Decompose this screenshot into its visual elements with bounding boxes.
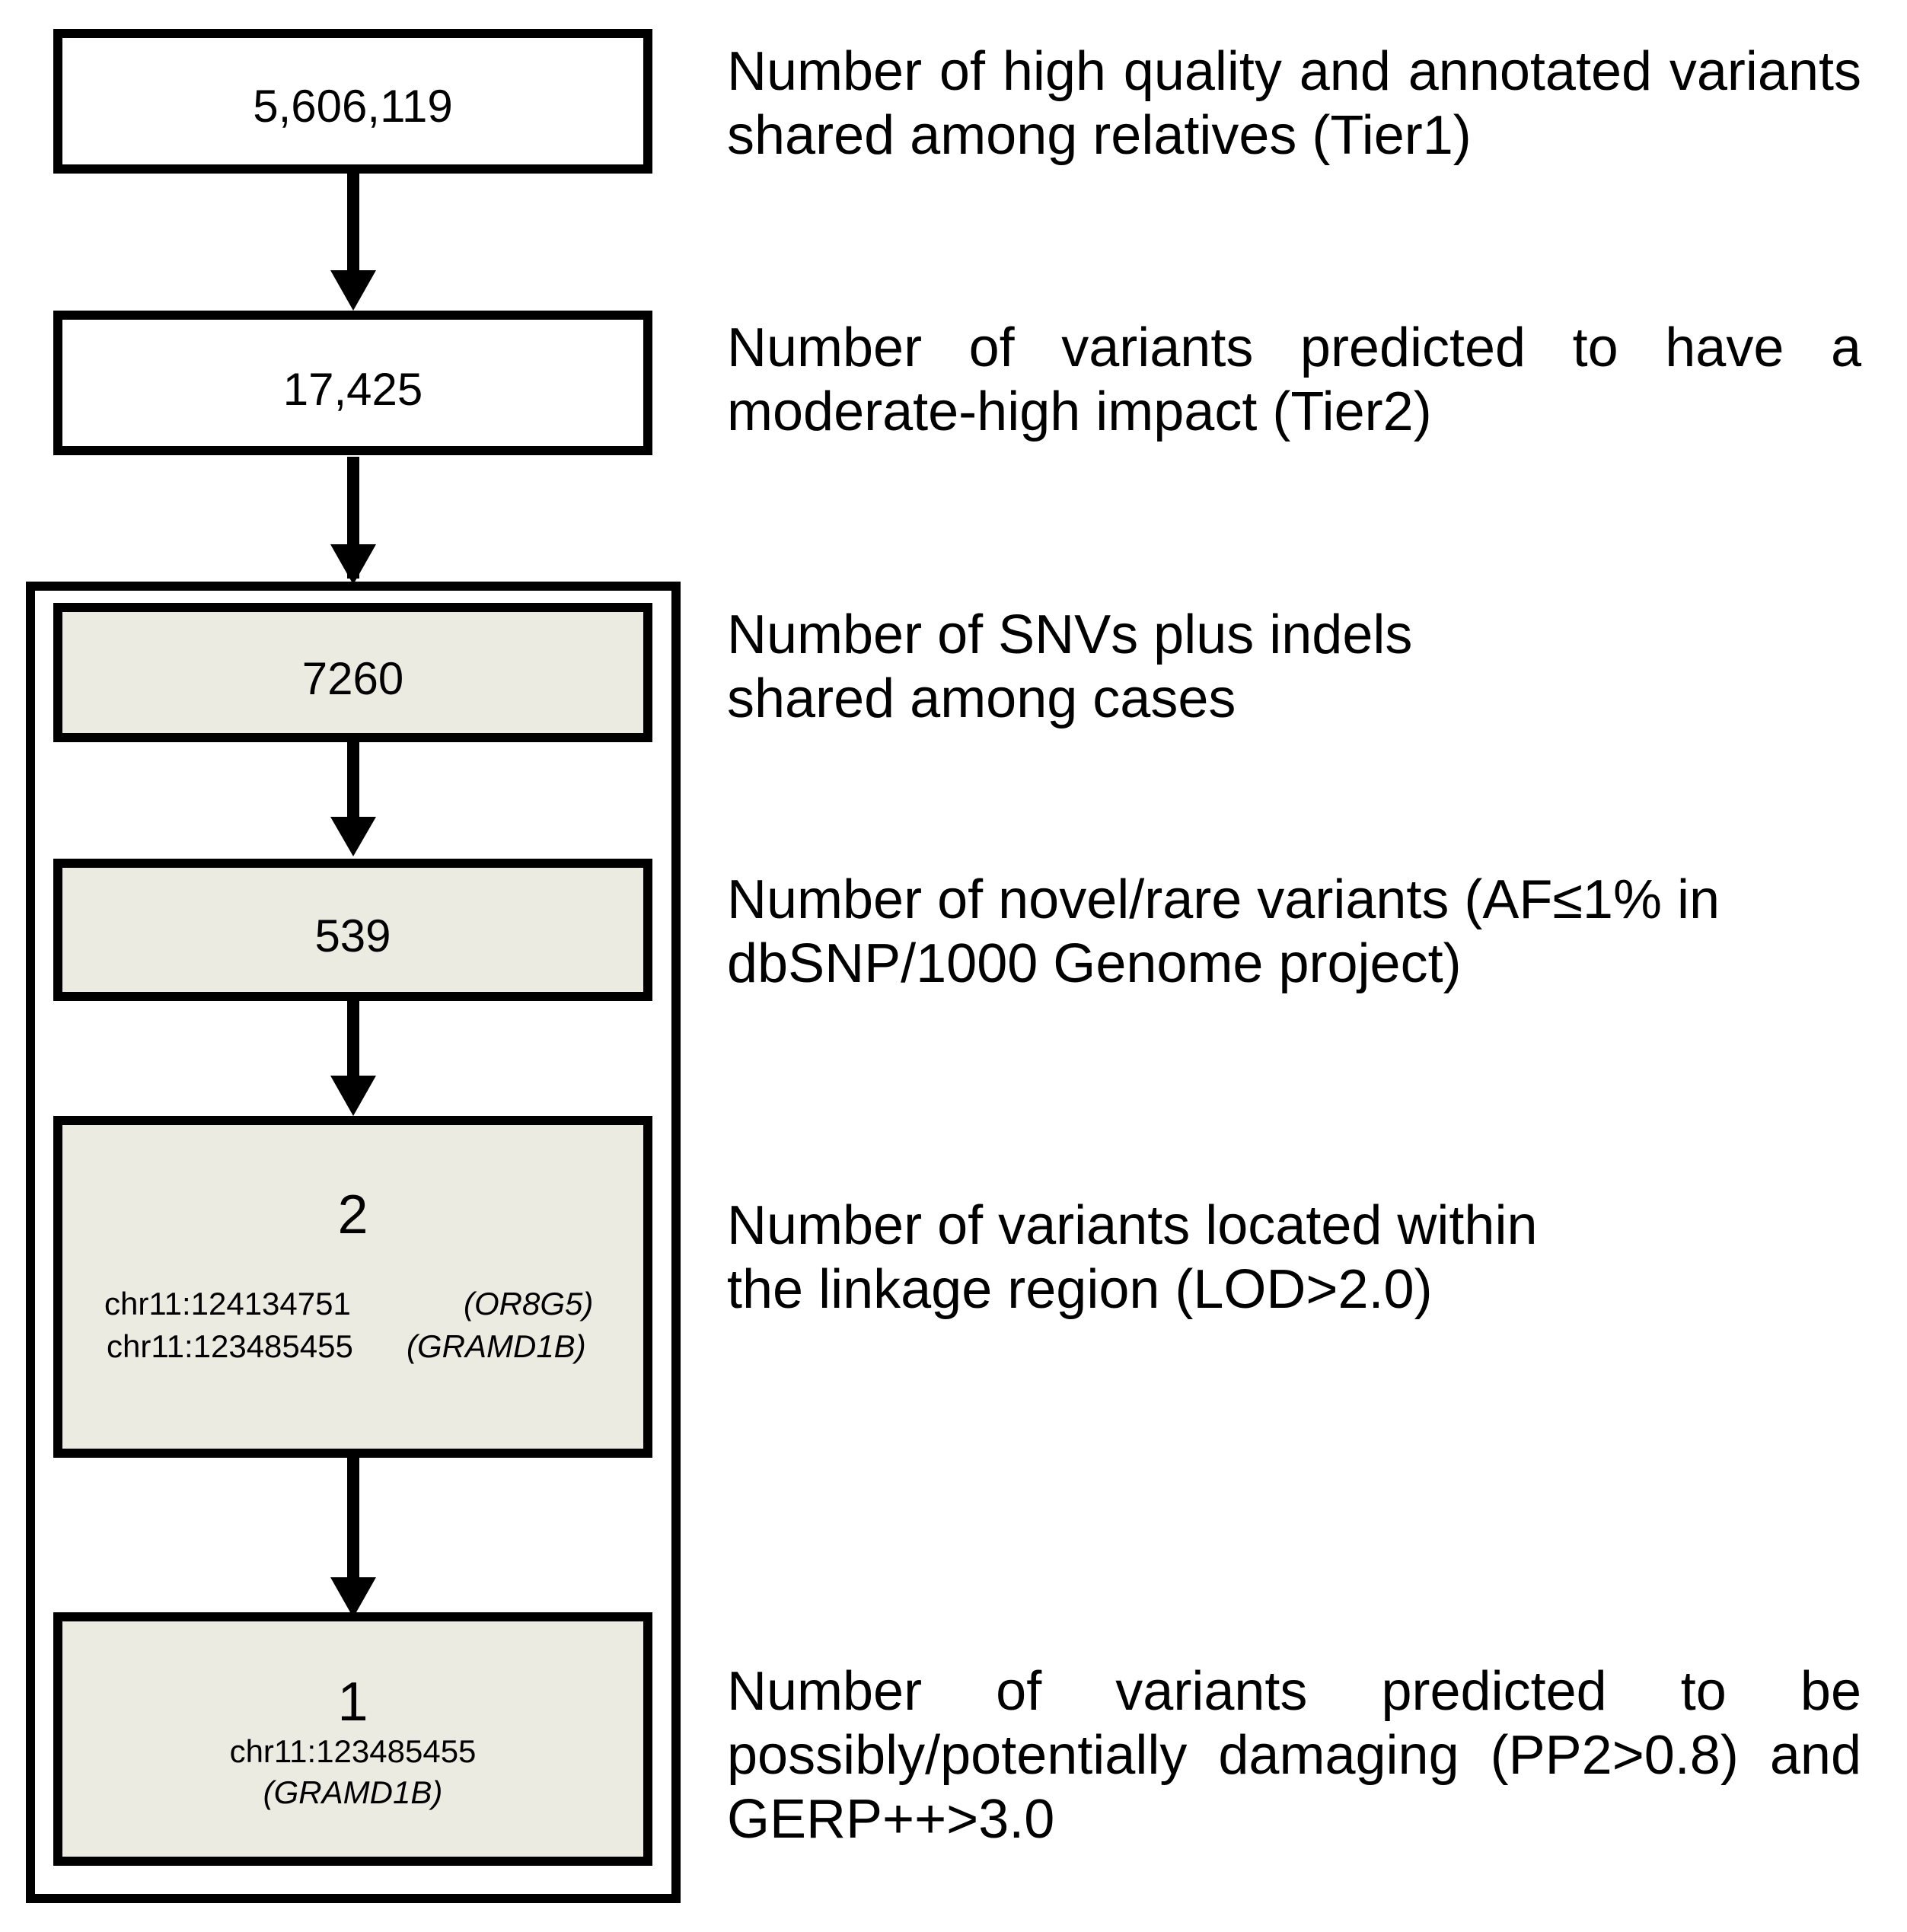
arrow-4-to-5 [330, 1001, 376, 1116]
variant-position: chr11:123485455 [107, 1328, 353, 1364]
step-count: 1 [337, 1672, 368, 1733]
cases-frame [26, 582, 681, 1903]
variant-position: chr11:124134751 [104, 1286, 351, 1321]
step-count: 5,606,119 [253, 81, 453, 132]
variant-gene: (GRAMD1B) [263, 1774, 443, 1810]
step-description-damaging-line2: possibly/potentially damaging (PP2>0.8) … [727, 1725, 1861, 1786]
arrow-3-to-4 [330, 742, 376, 856]
arrow-2-to-3 [330, 457, 376, 585]
step-description-damaging-line3: GERP++>3.0 [727, 1789, 1055, 1850]
step-description-damaging-line1: Number of variants predicted to be [727, 1661, 1861, 1722]
variant-position: chr11:123485455 [229, 1733, 477, 1769]
step-box-tier2: 17,425 [53, 311, 652, 455]
step-box-linkage-region: 2 chr11:124134751 (OR8G5) chr11:12348545… [53, 1116, 652, 1458]
step-description-tier2-line2: moderate-high impact (Tier2) [727, 381, 1432, 442]
step-box-shared-cases: 7260 [53, 603, 652, 742]
step-box-tier1: 5,606,119 [53, 29, 652, 174]
step-description-novel-rare: Number of novel/rare variants (AF≤1% in … [727, 869, 1720, 994]
arrow-5-to-6 [330, 1458, 376, 1618]
step-description-tier1: Number of high quality and annotated var… [727, 41, 1861, 166]
step-count: 2 [337, 1184, 368, 1245]
step-description-linkage-region: Number of variants located within the li… [727, 1195, 1538, 1320]
variant-gene: (OR8G5) [464, 1286, 594, 1321]
variant-gene: (GRAMD1B) [407, 1328, 586, 1364]
step-box-novel-rare: 539 [53, 859, 652, 1001]
step-count: 539 [314, 910, 391, 961]
step-box-damaging: 1 chr11:123485455 (GRAMD1B) [53, 1612, 652, 1866]
step-count: 17,425 [282, 364, 423, 415]
step-count: 7260 [301, 653, 404, 704]
arrow-1-to-2 [330, 167, 376, 311]
step-description-tier2-line1: Number of variants predicted to have a [727, 317, 1861, 378]
step-description-shared-cases: Number of SNVs plus indels shared among … [727, 604, 1413, 729]
